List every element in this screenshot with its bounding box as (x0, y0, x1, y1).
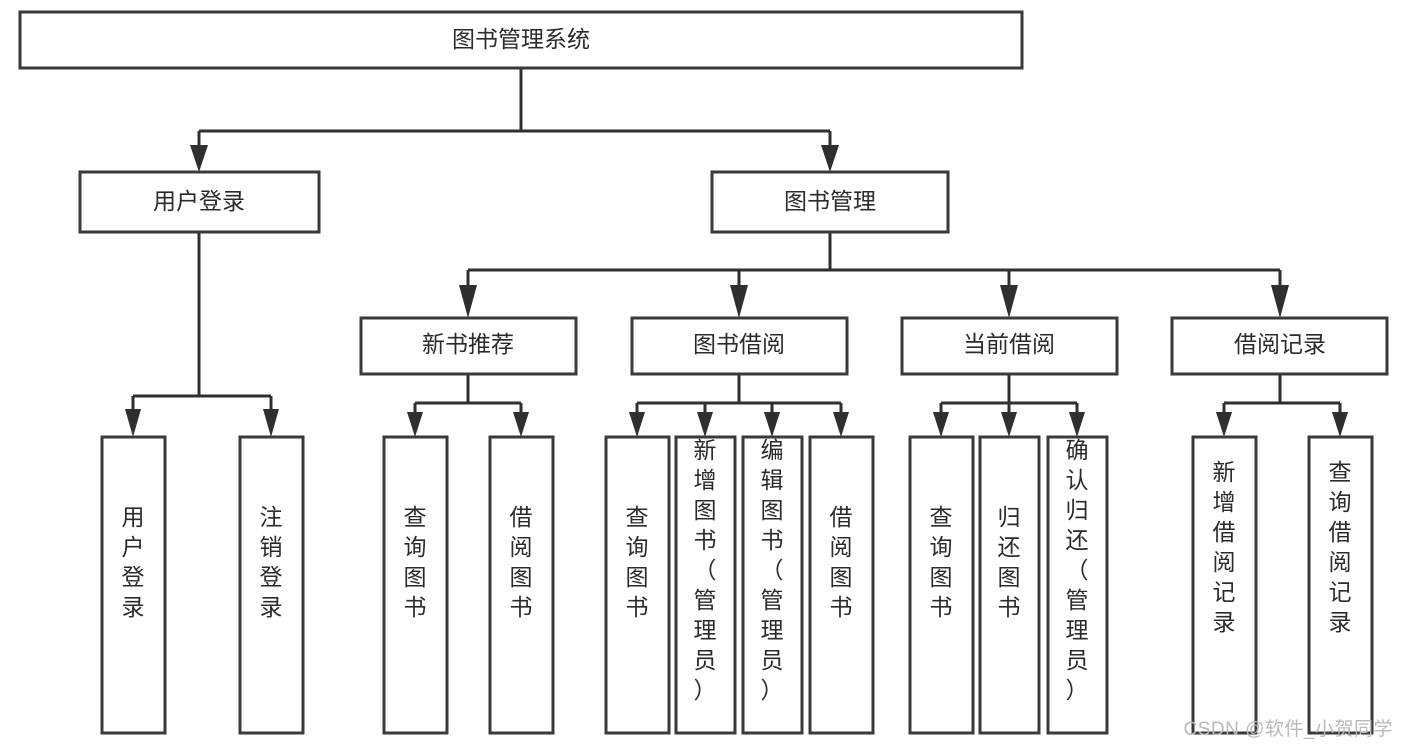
leaf-current-borrow-1[interactable]: 查询图书 (908, 435, 975, 735)
node-borrow-records-label: 借阅记录 (1234, 331, 1326, 357)
leaf-recommend-1-box[interactable] (382, 435, 449, 735)
arrowhead-current-leaf-1 (933, 412, 949, 437)
leaf-user-login-2-label: 注销登录 (260, 504, 283, 620)
node-new-book-recommend[interactable]: 新书推荐 (359, 316, 578, 376)
leaf-borrow-records-1-box[interactable] (1191, 435, 1258, 735)
leaf-recommend-2-box[interactable] (488, 435, 555, 735)
leaf-book-borrow-4[interactable]: 借阅图书 (808, 435, 875, 735)
arrowhead-recommend-leaf-1 (407, 412, 423, 437)
node-borrow-records[interactable]: 借阅记录 (1170, 316, 1389, 376)
leaf-book-borrow-4-label: 借阅图书 (830, 504, 853, 620)
leaf-current-borrow-3-box[interactable] (1046, 435, 1109, 735)
arrowhead-borrow-leaf-1 (629, 412, 645, 437)
node-new-book-recommend-box[interactable] (359, 316, 578, 376)
node-book-borrow-box[interactable] (630, 316, 849, 376)
leaf-book-borrow-3-box[interactable] (741, 435, 804, 735)
leaf-borrow-records-2-label: 查询借阅记录 (1329, 459, 1352, 635)
leaf-borrow-records-1-label: 新增借阅记录 (1213, 459, 1236, 635)
leaf-user-login-2[interactable]: 注销登录 (238, 435, 305, 735)
leaf-user-login-2-box[interactable] (238, 435, 305, 735)
node-book-management-box[interactable] (710, 170, 950, 234)
leaf-user-login-1-label: 用户登录 (122, 504, 145, 620)
leaf-book-borrow-3-label: 编辑图书（管理员） (761, 437, 784, 703)
node-book-management-label: 图书管理 (784, 188, 876, 214)
arrowhead-borrow-leaf-4 (833, 412, 849, 437)
node-book-borrow[interactable]: 图书借阅 (630, 316, 849, 376)
arrowhead-current-leaf-2 (1001, 412, 1017, 437)
leaf-borrow-records-2[interactable]: 查询借阅记录 (1307, 435, 1374, 735)
node-root-label: 图书管理系统 (452, 26, 590, 52)
leaf-recommend-1[interactable]: 查询图书 (382, 435, 449, 735)
leaf-current-borrow-2-label: 归还图书 (998, 504, 1021, 620)
node-new-book-recommend-label: 新书推荐 (422, 331, 514, 357)
leaf-book-borrow-2-label: 新增图书（管理员） (694, 437, 717, 703)
leaf-borrow-records-2-box[interactable] (1307, 435, 1374, 735)
node-user-login-label: 用户登录 (153, 188, 245, 214)
leaf-recommend-2[interactable]: 借阅图书 (488, 435, 555, 735)
node-user-login-box[interactable] (78, 170, 321, 234)
node-current-borrow-label: 当前借阅 (963, 331, 1055, 357)
node-root-box[interactable] (18, 10, 1024, 70)
leaf-current-borrow-2-box[interactable] (978, 435, 1041, 735)
node-borrow-records-box[interactable] (1170, 316, 1389, 376)
arrowhead-borrow-records (1271, 285, 1289, 318)
node-current-borrow[interactable]: 当前借阅 (900, 316, 1119, 376)
arrowhead-book-borrow (730, 285, 748, 318)
connector-layer (125, 68, 1348, 437)
node-book-borrow-label: 图书借阅 (693, 331, 785, 357)
arrowhead-book-mgmt (821, 145, 839, 172)
leaf-user-login-1[interactable]: 用户登录 (100, 435, 167, 735)
arrowhead-recommend-leaf-2 (513, 412, 529, 437)
leaf-book-borrow-1[interactable]: 查询图书 (604, 435, 671, 735)
node-root[interactable]: 图书管理系统 (18, 10, 1024, 70)
arrowhead-leaf-user-login (125, 409, 141, 437)
leaf-borrow-records-1[interactable]: 新增借阅记录 (1191, 435, 1258, 735)
arrowhead-records-leaf-1 (1216, 412, 1232, 437)
leaf-book-borrow-1-label: 查询图书 (626, 504, 649, 620)
arrowhead-current-leaf-3 (1069, 412, 1085, 437)
leaf-current-borrow-2[interactable]: 归还图书 (978, 435, 1041, 735)
arrowhead-borrow-leaf-2 (697, 412, 713, 437)
leaf-current-borrow-1-label: 查询图书 (930, 504, 953, 620)
leaf-book-borrow-3[interactable]: 编辑图书（管理员） (741, 435, 804, 735)
arrowhead-new-book-recommend (459, 285, 477, 318)
leaf-current-borrow-3-label: 确认归还（管理员） (1066, 437, 1089, 703)
leaf-book-borrow-2[interactable]: 新增图书（管理员） (674, 435, 737, 735)
arrowhead-records-leaf-2 (1332, 412, 1348, 437)
arrowhead-borrow-leaf-3 (764, 412, 780, 437)
leaf-user-login-1-box[interactable] (100, 435, 167, 735)
leaf-current-borrow-1-box[interactable] (908, 435, 975, 735)
leaf-recommend-1-label: 查询图书 (404, 504, 427, 620)
leaf-current-borrow-3[interactable]: 确认归还（管理员） (1046, 435, 1109, 735)
arrowhead-current-borrow (1000, 285, 1018, 318)
leaf-recommend-2-label: 借阅图书 (510, 504, 533, 620)
leaf-book-borrow-4-box[interactable] (808, 435, 875, 735)
arrowhead-user-login (190, 145, 208, 172)
leaf-book-borrow-1-box[interactable] (604, 435, 671, 735)
node-book-management[interactable]: 图书管理 (710, 170, 950, 234)
arrowhead-leaf-logout (263, 409, 279, 437)
leaf-book-borrow-2-box[interactable] (674, 435, 737, 735)
node-current-borrow-box[interactable] (900, 316, 1119, 376)
node-user-login[interactable]: 用户登录 (78, 170, 321, 234)
